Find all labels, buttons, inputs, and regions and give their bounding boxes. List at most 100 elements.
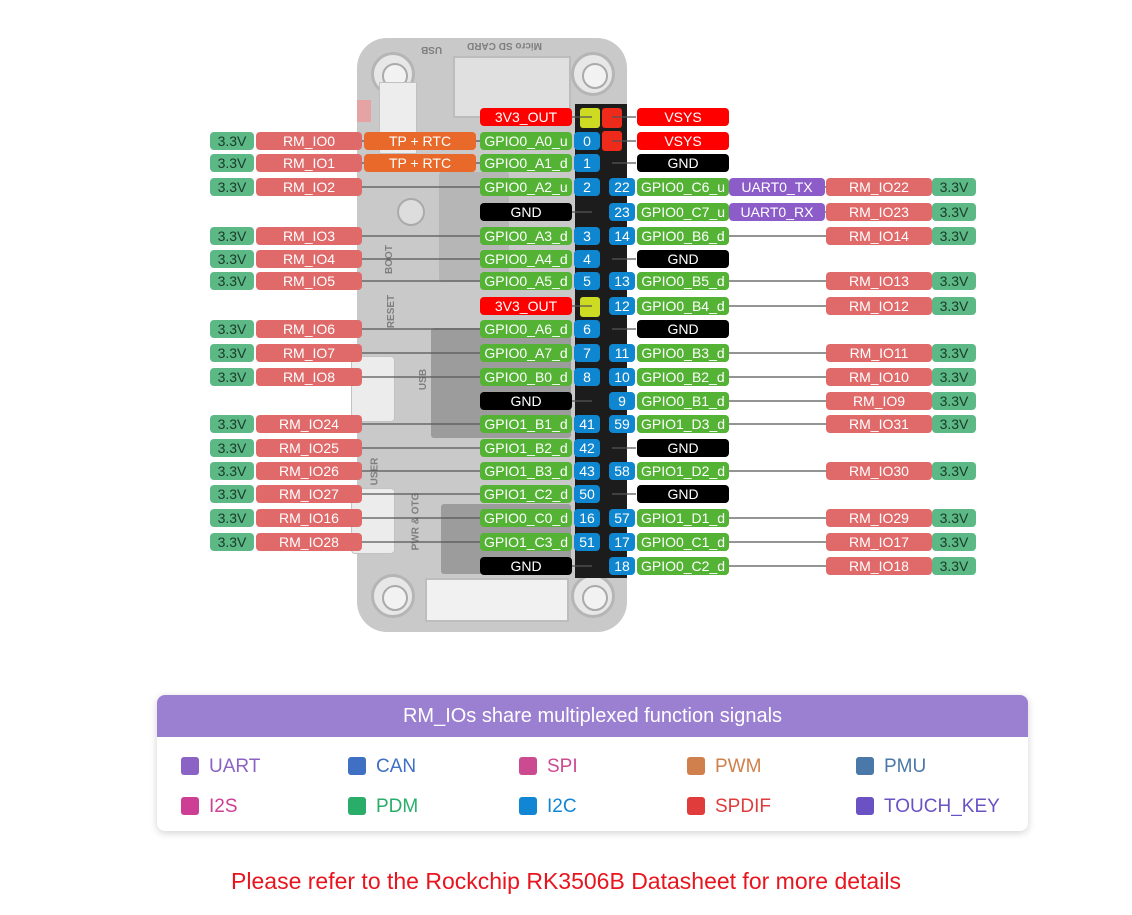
gpio-label: GPIO0_B1_d bbox=[637, 392, 729, 410]
pin-number: 12 bbox=[609, 297, 635, 315]
pin-number: 43 bbox=[574, 462, 600, 480]
rm-io-label: RM_IO0 bbox=[256, 132, 362, 150]
rm-io-label: RM_IO29 bbox=[826, 509, 932, 527]
gnd-label: GND bbox=[480, 203, 572, 221]
power-label: VSYS bbox=[637, 132, 729, 150]
legend-label: UART bbox=[209, 756, 261, 777]
pin-number: 13 bbox=[609, 272, 635, 290]
gpio-label: GPIO0_A1_d bbox=[480, 154, 572, 172]
legend-item: SPDIF bbox=[687, 795, 771, 819]
legend-label: SPDIF bbox=[715, 796, 771, 817]
pin-number: 11 bbox=[609, 344, 635, 362]
legend-item: PDM bbox=[348, 795, 418, 819]
pin-number: 23 bbox=[609, 203, 635, 221]
gpio-label: GPIO1_B3_d bbox=[480, 462, 572, 480]
legend-swatch bbox=[856, 797, 874, 815]
voltage-label: 3.3V bbox=[210, 344, 254, 362]
gpio-label: GPIO0_B3_d bbox=[637, 344, 729, 362]
pin-number: 41 bbox=[574, 415, 600, 433]
pin-number: 5 bbox=[574, 272, 600, 290]
voltage-label: 3.3V bbox=[210, 439, 254, 457]
rm-io-label: RM_IO17 bbox=[826, 533, 932, 551]
gpio-label: GPIO1_B1_d bbox=[480, 415, 572, 433]
function-label: TP + RTC bbox=[364, 154, 476, 172]
voltage-label: 3.3V bbox=[210, 368, 254, 386]
legend-item: TOUCH_KEY bbox=[856, 795, 1000, 819]
pin-number: 0 bbox=[574, 132, 600, 150]
pin-number: 8 bbox=[574, 368, 600, 386]
jumper-3v3 bbox=[580, 297, 600, 317]
jumper-vsys bbox=[602, 108, 622, 128]
power-label: 3V3_OUT bbox=[480, 297, 572, 315]
voltage-label: 3.3V bbox=[210, 250, 254, 268]
rm-io-label: RM_IO1 bbox=[256, 154, 362, 172]
voltage-label: 3.3V bbox=[210, 178, 254, 196]
voltage-label: 3.3V bbox=[932, 392, 976, 410]
gpio-label: GPIO0_C6_u bbox=[637, 178, 729, 196]
gnd-label: GND bbox=[480, 392, 572, 410]
gnd-label: GND bbox=[637, 439, 729, 457]
voltage-label: 3.3V bbox=[932, 509, 976, 527]
rm-io-label: RM_IO12 bbox=[826, 297, 932, 315]
gpio-label: GPIO1_B2_d bbox=[480, 439, 572, 457]
power-label: VSYS bbox=[637, 108, 729, 126]
legend-swatch bbox=[348, 797, 366, 815]
legend-item: PWM bbox=[687, 755, 761, 779]
legend-swatch bbox=[687, 797, 705, 815]
legend-label: CAN bbox=[376, 756, 417, 777]
voltage-label: 3.3V bbox=[932, 344, 976, 362]
legend-panel: RM_IOs share multiplexed function signal… bbox=[157, 695, 1028, 831]
gpio-label: GPIO0_B0_d bbox=[480, 368, 572, 386]
rm-io-label: RM_IO9 bbox=[826, 392, 932, 410]
gpio-label: GPIO1_D3_d bbox=[637, 415, 729, 433]
pin-number: 10 bbox=[609, 368, 635, 386]
pin-number: 2 bbox=[574, 178, 600, 196]
legend-label: SPI bbox=[547, 756, 578, 777]
pin-number: 16 bbox=[574, 509, 600, 527]
pin-number: 3 bbox=[574, 227, 600, 245]
pin-number: 9 bbox=[609, 392, 635, 410]
rm-io-label: RM_IO7 bbox=[256, 344, 362, 362]
pin-number: 4 bbox=[574, 250, 600, 268]
gpio-label: GPIO0_B2_d bbox=[637, 368, 729, 386]
voltage-label: 3.3V bbox=[932, 368, 976, 386]
voltage-label: 3.3V bbox=[932, 462, 976, 480]
rm-io-label: RM_IO18 bbox=[826, 557, 932, 575]
voltage-label: 3.3V bbox=[210, 415, 254, 433]
gnd-label: GND bbox=[637, 320, 729, 338]
leader-lines bbox=[300, 116, 830, 567]
rm-io-label: RM_IO24 bbox=[256, 415, 362, 433]
legend-label: I2C bbox=[547, 796, 577, 817]
voltage-label: 3.3V bbox=[210, 272, 254, 290]
pin-number: 58 bbox=[609, 462, 635, 480]
gpio-label: GPIO0_A4_d bbox=[480, 250, 572, 268]
rm-io-label: RM_IO26 bbox=[256, 462, 362, 480]
pin-number: 50 bbox=[574, 485, 600, 503]
voltage-label: 3.3V bbox=[932, 533, 976, 551]
gnd-label: GND bbox=[637, 485, 729, 503]
antenna-connector bbox=[397, 198, 425, 226]
legend-label: PDM bbox=[376, 796, 419, 817]
voltage-label: 3.3V bbox=[210, 485, 254, 503]
pin-number: 17 bbox=[609, 533, 635, 551]
rm-io-label: RM_IO13 bbox=[826, 272, 932, 290]
power-label: 3V3_OUT bbox=[480, 108, 572, 126]
mount-hole bbox=[571, 52, 615, 96]
pin-number: 18 bbox=[609, 557, 635, 575]
gnd-label: GND bbox=[480, 557, 572, 575]
voltage-label: 3.3V bbox=[210, 154, 254, 172]
gpio-label: GPIO0_B6_d bbox=[637, 227, 729, 245]
voltage-label: 3.3V bbox=[932, 415, 976, 433]
rm-io-label: RM_IO2 bbox=[256, 178, 362, 196]
legend-swatch bbox=[348, 757, 366, 775]
gpio-label: GPIO0_A2_u bbox=[480, 178, 572, 196]
pin-number: 51 bbox=[574, 533, 600, 551]
legend-item: SPI bbox=[519, 755, 578, 779]
gpio-label: GPIO1_C3_d bbox=[480, 533, 572, 551]
rm-io-label: RM_IO23 bbox=[826, 203, 932, 221]
pin-number: 22 bbox=[609, 178, 635, 196]
sd-card-slot bbox=[453, 56, 571, 118]
gpio-label: GPIO0_C0_d bbox=[480, 509, 572, 527]
legend-item: I2S bbox=[181, 795, 238, 819]
legend-item: I2C bbox=[519, 795, 577, 819]
